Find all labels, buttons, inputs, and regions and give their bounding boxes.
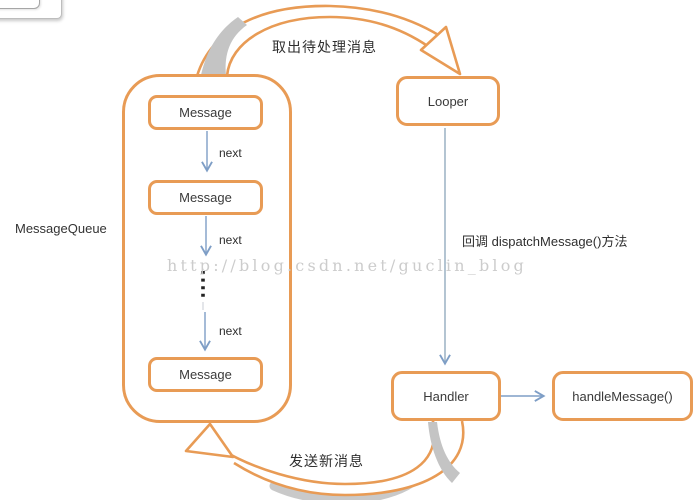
enqueue-arc-inner-edge [223, 420, 436, 486]
dequeue-arrowhead-icon [419, 25, 462, 76]
message-node-3: Message [148, 357, 263, 392]
csdn-blog-watermark: http://blog.csdn.net/guclin_blog [167, 256, 527, 275]
dequeue-arc-inner-edge [225, 15, 430, 77]
dequeue-arc-gray-tail [201, 17, 247, 75]
message-queue-container [122, 74, 292, 423]
looper-node-label: Looper [427, 93, 469, 109]
enqueue-edge-label: 发送新消息 [289, 453, 364, 469]
next-label-1: next [219, 146, 242, 160]
cropped-window-fragment-inner [0, 0, 40, 9]
next-label-3: next [219, 324, 242, 338]
message-node-1: Message [148, 95, 263, 130]
enqueue-arc-gray-tail [428, 422, 460, 483]
message-node-2-label: Message [179, 190, 232, 205]
dequeue-edge-label: 取出待处理消息 [272, 39, 377, 55]
message-node-1-label: Message [179, 105, 232, 120]
handle-message-node-label: handleMessage() [572, 388, 673, 404]
enqueue-arc-outer-edge [233, 420, 465, 497]
handler-node-label: Handler [423, 388, 469, 404]
looper-node: Looper [396, 76, 500, 126]
message-queue-label: MessageQueue [15, 221, 107, 236]
handle-message-node: handleMessage() [552, 371, 693, 421]
handler-node: Handler [391, 371, 501, 421]
next-label-2: next [219, 233, 242, 247]
dispatch-edge-label: 回调 dispatchMessage()方法 [462, 234, 628, 249]
message-node-2: Message [148, 180, 263, 215]
message-node-3-label: Message [179, 367, 232, 382]
enqueue-arrowhead-icon [184, 422, 235, 459]
